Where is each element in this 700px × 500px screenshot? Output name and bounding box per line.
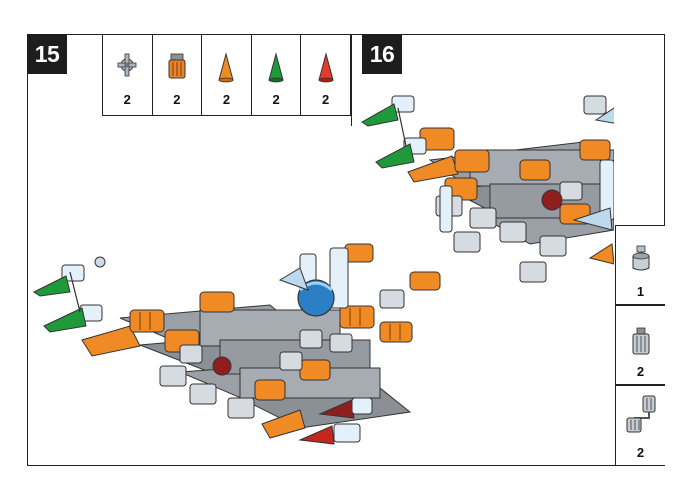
part-cell-side: 2	[615, 305, 665, 385]
step-16-badge: 16	[362, 34, 402, 74]
part-qty: 2	[322, 92, 330, 107]
part-cell: 2	[103, 34, 153, 115]
part-cell: 2	[301, 34, 350, 115]
part-cell: 2	[202, 34, 252, 115]
part-cell-side: 1	[615, 225, 665, 305]
part-qty: 2	[272, 92, 280, 107]
part-cell: 2	[252, 34, 302, 115]
part-qty: 2	[222, 92, 231, 107]
gray-knob-piece-icon	[632, 245, 649, 271]
part-qty: 2	[636, 445, 645, 460]
orange-cone-icon	[218, 52, 235, 83]
gray-clip-piece-icon	[117, 53, 137, 77]
orange-cylinder-piece-icon	[168, 53, 186, 79]
step-divider	[351, 34, 352, 126]
part-qty: 2	[173, 92, 181, 107]
red-cone-icon	[318, 52, 334, 83]
part-qty: 2	[123, 92, 131, 107]
step-16-ship-illustration	[361, 95, 614, 283]
step-15-badge: 15	[27, 34, 67, 74]
part-qty: 1	[636, 284, 645, 299]
part-cell: 2	[153, 34, 203, 115]
gray-connector-assembly-icon	[626, 395, 655, 433]
green-cone-icon	[268, 52, 284, 83]
parts-list-step-15: 2 2 2 2 2	[102, 34, 351, 116]
gray-cylinder-piece-icon	[632, 327, 649, 355]
step-15-ship-illustration	[33, 243, 441, 445]
part-qty: 2	[636, 364, 645, 379]
part-cell-side: 2	[615, 385, 665, 466]
